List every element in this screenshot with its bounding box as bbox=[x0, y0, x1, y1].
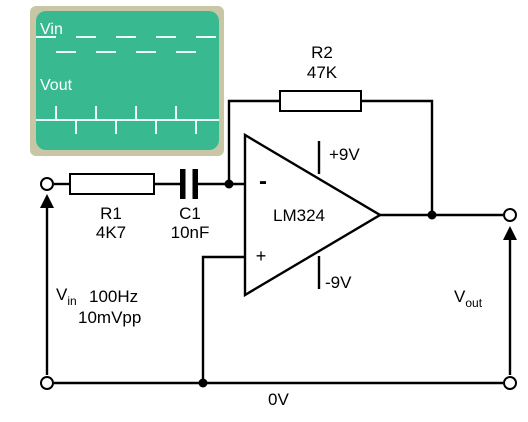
r1-name: R1 bbox=[100, 204, 122, 223]
vin-label-sub: in bbox=[67, 294, 76, 308]
vin-label: Vin bbox=[56, 285, 77, 308]
r2-value: 47K bbox=[307, 63, 338, 82]
negative-supply-label: -9V bbox=[325, 273, 352, 292]
ground-label: 0V bbox=[268, 390, 289, 409]
input-terminal bbox=[40, 177, 54, 191]
vout-label-main: V bbox=[454, 287, 466, 306]
scope-screen bbox=[36, 11, 219, 150]
wire-feedback-right bbox=[361, 99, 434, 215]
vin-label-main: V bbox=[56, 285, 68, 304]
output-ground-terminal bbox=[503, 376, 517, 390]
input-ground-terminal bbox=[40, 376, 54, 390]
junction-dot bbox=[427, 210, 437, 220]
c1-value: 10nF bbox=[171, 223, 210, 242]
input-amplitude: 10mVpp bbox=[78, 308, 141, 327]
output-terminal bbox=[503, 208, 517, 222]
positive-supply-label: +9V bbox=[329, 145, 360, 164]
scope-vin-label: Vin bbox=[40, 21, 63, 38]
opamp-name: LM324 bbox=[273, 206, 325, 225]
scope-vout-label: Vout bbox=[40, 77, 73, 94]
noninverting-input-symbol: + bbox=[256, 246, 267, 266]
oscilloscope-inset: Vin Vout bbox=[30, 6, 224, 156]
vout-arrow bbox=[503, 226, 517, 375]
input-frequency: 100Hz bbox=[89, 287, 138, 306]
junction-dot bbox=[224, 179, 234, 189]
c1-name: C1 bbox=[179, 204, 201, 223]
wire-noninverting-to-ground bbox=[201, 255, 245, 383]
opamp-triangle bbox=[243, 132, 383, 298]
wire-feedback-left bbox=[227, 99, 280, 184]
vin-arrow bbox=[40, 194, 54, 375]
resistor-r2 bbox=[279, 90, 362, 112]
vout-label-sub: out bbox=[465, 296, 482, 310]
resistor-r1 bbox=[69, 173, 155, 195]
r1-value: 4K7 bbox=[96, 223, 126, 242]
junction-dot bbox=[198, 378, 208, 388]
scope-vin-trace bbox=[36, 36, 216, 53]
scope-vout-trace bbox=[36, 106, 219, 134]
r2-name: R2 bbox=[311, 43, 333, 62]
vout-label: Vout bbox=[454, 287, 483, 310]
wires bbox=[54, 99, 503, 385]
inverting-input-symbol: - bbox=[259, 168, 267, 195]
capacitor-c1 bbox=[180, 169, 198, 199]
